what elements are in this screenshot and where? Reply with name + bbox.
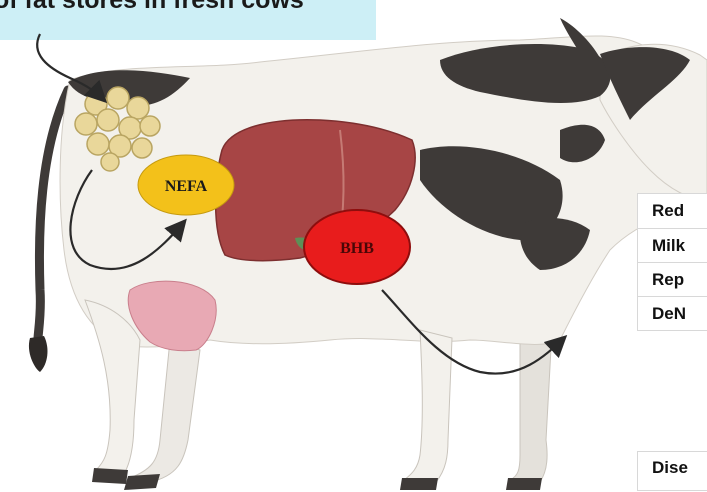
disease-label: Dise [652,458,688,478]
tail-tuft [29,336,48,372]
bhb-label: BHB [340,240,374,257]
cow-front-leg-front [404,330,452,482]
effects-list-item: Rep [638,262,707,296]
effects-list-item: Red [638,194,707,228]
hoof-3 [400,478,438,490]
cow-hind-leg-back [130,340,200,482]
effects-list-item: DeN [638,296,707,330]
effects-list: Red Milk Rep DeN [637,193,707,331]
nefa-label: NEFA [165,178,208,195]
disease-box: Dise [637,451,707,491]
hoof-2 [124,474,160,490]
effects-list-item: Milk [638,228,707,262]
hoof-1 [92,468,128,484]
hoof-4 [506,478,542,490]
